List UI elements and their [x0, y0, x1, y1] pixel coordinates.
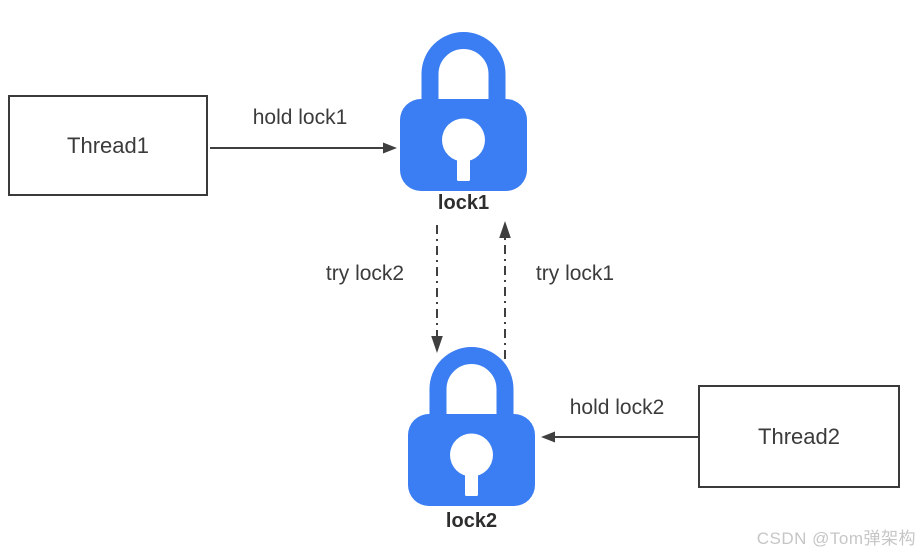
edge-try-lock1 [499, 221, 511, 359]
edge-try-lock2 [431, 225, 443, 353]
edge-hold-lock1 [210, 142, 397, 154]
csdn-watermark: CSDN @Tom弹架构 [756, 529, 916, 548]
node-thread1-label: Thread1 [67, 132, 149, 158]
padlock-icon [408, 347, 535, 506]
edge-label-hold-lock1: hold lock1 [252, 106, 348, 129]
node-lock2-label: lock2 [445, 510, 498, 532]
node-thread1: Thread1 [8, 95, 208, 196]
edge-label-try-lock2: try lock2 [325, 262, 405, 285]
node-lock1-label: lock1 [437, 192, 490, 214]
node-thread2: Thread2 [698, 385, 900, 488]
padlock-icon [400, 32, 527, 191]
edge-hold-lock2 [541, 431, 698, 443]
edge-label-try-lock1: try lock1 [535, 262, 615, 285]
edge-label-hold-lock2: hold lock2 [569, 396, 665, 419]
node-thread2-label: Thread2 [758, 423, 840, 449]
